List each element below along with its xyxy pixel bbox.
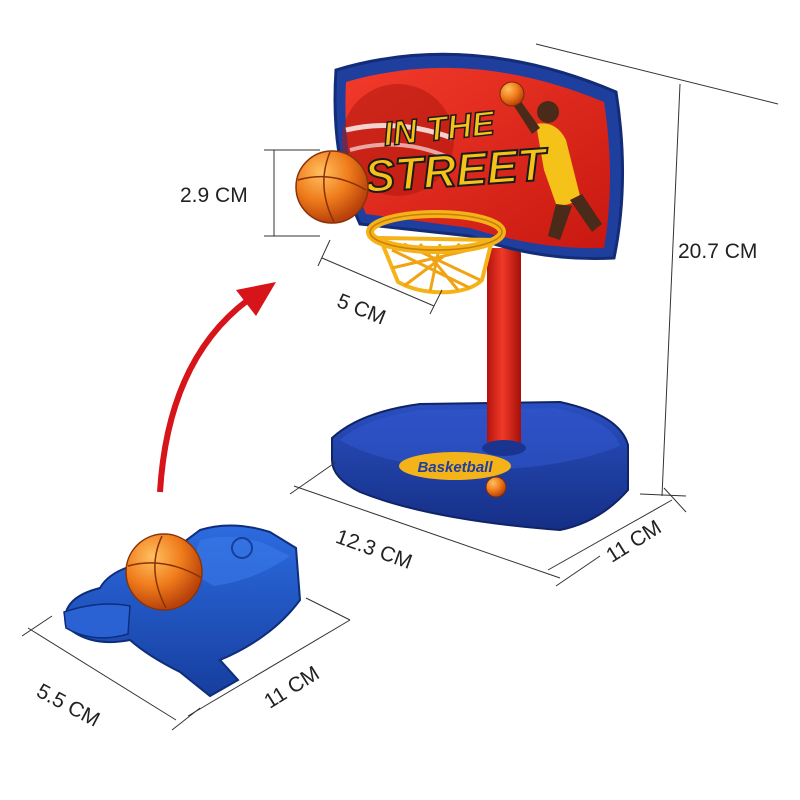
launcher-ball-emboss-icon: [231, 537, 253, 559]
player-graphic: [499, 81, 602, 240]
launcher-lever: [63, 603, 131, 639]
pole-socket: [482, 440, 526, 456]
ball-launcher: [125, 533, 203, 611]
hoop-base: Basketball: [331, 400, 629, 532]
hoop-net: [376, 235, 495, 295]
dim-total-height: 20.7 CM: [678, 240, 758, 263]
base-logo-badge: [399, 452, 511, 480]
hoop-rim: [366, 210, 506, 295]
backboard: IN THE STREET: [333, 52, 625, 261]
launcher: [63, 524, 302, 698]
dimension-lines: [21, 43, 779, 731]
backboard-ball-graphic: [342, 84, 454, 196]
hoop-pole: [487, 248, 521, 448]
dim-ball-diameter: 2.9 CM: [180, 184, 248, 207]
trajectory-arrow: [157, 297, 250, 493]
trajectory-arrow-head: [236, 282, 276, 316]
ball-hoop: [295, 150, 369, 224]
base-logo-ball-icon: [485, 476, 507, 498]
base-logo-text: Basketball: [417, 459, 493, 476]
